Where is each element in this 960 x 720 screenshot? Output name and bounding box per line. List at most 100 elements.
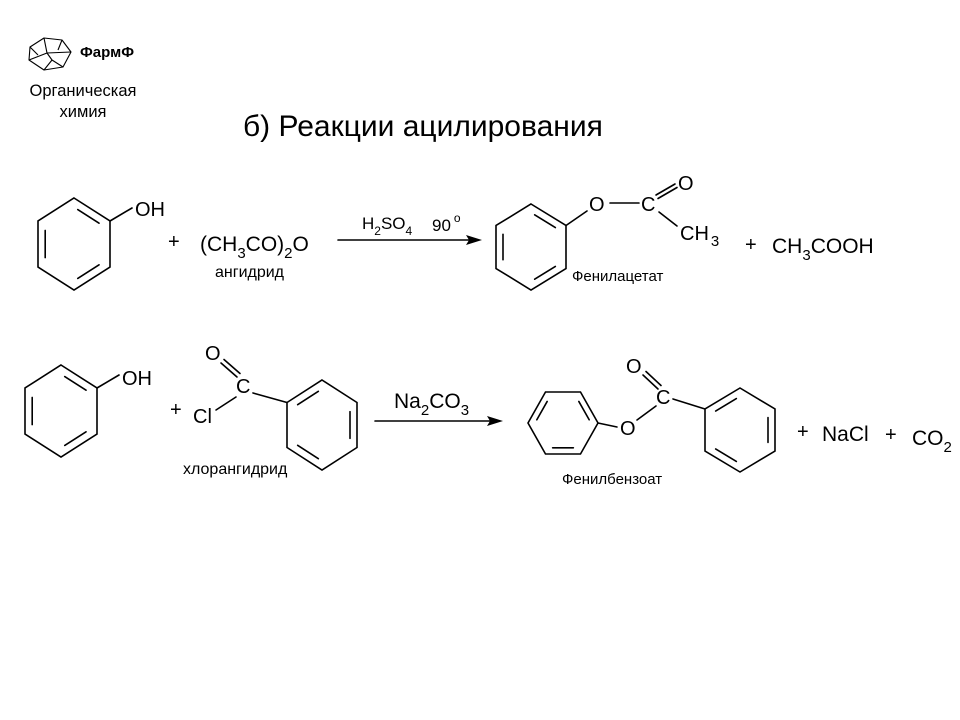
c-o-double-bond	[642, 374, 659, 390]
benzene-ring	[24, 364, 98, 458]
ring-double-bond	[536, 400, 548, 421]
c-methyl-bond	[658, 211, 678, 227]
formula-part: Na	[394, 390, 421, 413]
carbonyl-carbon: C	[656, 387, 670, 409]
cl-c-bond	[215, 396, 237, 411]
formula-subscript: 3	[237, 245, 245, 262]
ring-double-bond	[63, 430, 87, 447]
ring-double-bond	[533, 214, 557, 229]
ring-double-bond	[76, 263, 100, 280]
temperature-value: 90	[432, 216, 451, 235]
reagent-formula: Na2CO3	[394, 390, 469, 419]
ring-double-bond	[76, 208, 100, 225]
c-o-double-bond	[655, 183, 676, 196]
c-o-bond	[96, 374, 120, 389]
plus-sign: +	[745, 234, 757, 256]
carbonyl-carbon: C	[236, 376, 250, 398]
c-ring-bond	[672, 398, 706, 410]
plus-sign: +	[797, 421, 809, 443]
carbonyl-oxygen: O	[205, 343, 221, 365]
ring-double-bond	[296, 390, 320, 406]
phenyl-acetate-label: Фенилацетат	[572, 268, 663, 285]
ring-outline	[495, 203, 567, 291]
formula-part: CH	[680, 223, 709, 245]
formula-part: (CH	[200, 233, 237, 256]
acid-chloride-label: хлорангидрид	[183, 461, 288, 478]
c-o-double-bond	[657, 186, 678, 200]
carbon-dioxide-formula: CO2	[912, 427, 952, 456]
adamantane-icon	[28, 37, 72, 71]
formula-subscript: 2	[944, 439, 952, 456]
chlorine-atom: Cl	[193, 406, 212, 428]
ring-double-bond	[714, 397, 738, 412]
phenyl-benzoate-label: Фенилбензоат	[562, 471, 662, 488]
formula-part: COOH	[811, 235, 874, 258]
ring-o-bond	[597, 422, 618, 428]
ring-double-bond	[714, 448, 738, 463]
benzene-ring	[495, 203, 567, 291]
reaction-2: OH + O C Cl хлорангидрид Na2CO3 O C	[24, 343, 952, 488]
acetic-acid-formula: CH3COOH	[772, 235, 874, 264]
benzene-ring	[704, 387, 776, 473]
formula-subscript: 2	[421, 402, 429, 419]
benzene-ring	[286, 379, 358, 471]
ring-double-bond	[296, 444, 320, 460]
ring-outline	[24, 364, 98, 458]
ester-oxygen: O	[589, 194, 605, 216]
reaction-2-phenyl-benzoate: O C O Фенилбензоат	[527, 356, 776, 488]
c-o-double-bond	[645, 370, 662, 387]
formula-subscript: 3	[461, 402, 469, 419]
anhydride-formula: (CH3CO)2O	[200, 233, 309, 262]
carbonyl-oxygen: O	[626, 356, 642, 378]
formula-part: O	[293, 233, 309, 256]
reaction-2-phenol: OH	[24, 364, 152, 458]
logo-subject-line-2: химия	[60, 103, 107, 121]
formula-subscript: 2	[374, 224, 381, 238]
benzene-ring	[37, 197, 111, 291]
formula-part: CO	[912, 427, 944, 450]
formula-part: H	[362, 214, 374, 233]
sodium-chloride-formula: NaCl	[822, 423, 869, 446]
ring-outline	[37, 197, 111, 291]
plus-sign: +	[885, 424, 897, 446]
arrow-head	[487, 416, 503, 426]
formula-part: CO	[429, 390, 461, 413]
logo: ФармФ Органическая химия	[28, 37, 137, 121]
carbonyl-oxygen: O	[678, 173, 694, 195]
benzene-ring	[527, 391, 599, 455]
plus-sign: +	[168, 231, 180, 253]
ring-outline	[704, 387, 776, 473]
ring-outline	[527, 391, 599, 455]
formula-subscript: 3	[802, 247, 810, 264]
anhydride-label: ангидрид	[215, 264, 285, 281]
arrow-head	[466, 235, 482, 245]
reaction-2-benzoyl-chloride: O C Cl хлорангидрид	[183, 343, 358, 478]
ester-oxygen: O	[620, 418, 636, 440]
slide-title: б) Реакции ацилирования	[243, 110, 603, 143]
hydroxyl-group: OH	[135, 199, 165, 221]
formula-subscript: 4	[406, 224, 413, 238]
logo-subject-line-1: Органическая	[30, 82, 137, 100]
ring-o-bond	[565, 210, 588, 227]
c-o-double-bond	[220, 362, 238, 378]
degree-mark: o	[454, 211, 461, 225]
ring-double-bond	[63, 375, 87, 392]
c-o-double-bond	[223, 358, 241, 375]
ring-outline	[286, 379, 358, 471]
formula-part: CH	[772, 235, 802, 258]
hydroxyl-group: OH	[122, 368, 152, 390]
logo-brand: ФармФ	[80, 44, 134, 61]
formula-part: SO	[381, 214, 406, 233]
c-o-bond	[109, 207, 133, 222]
formula-part: CO)	[246, 233, 285, 256]
reaction-2-arrow: Na2CO3	[374, 390, 503, 426]
plus-sign: +	[170, 399, 182, 421]
formula-subscript: 3	[711, 233, 719, 250]
o-c-bond	[636, 405, 657, 421]
